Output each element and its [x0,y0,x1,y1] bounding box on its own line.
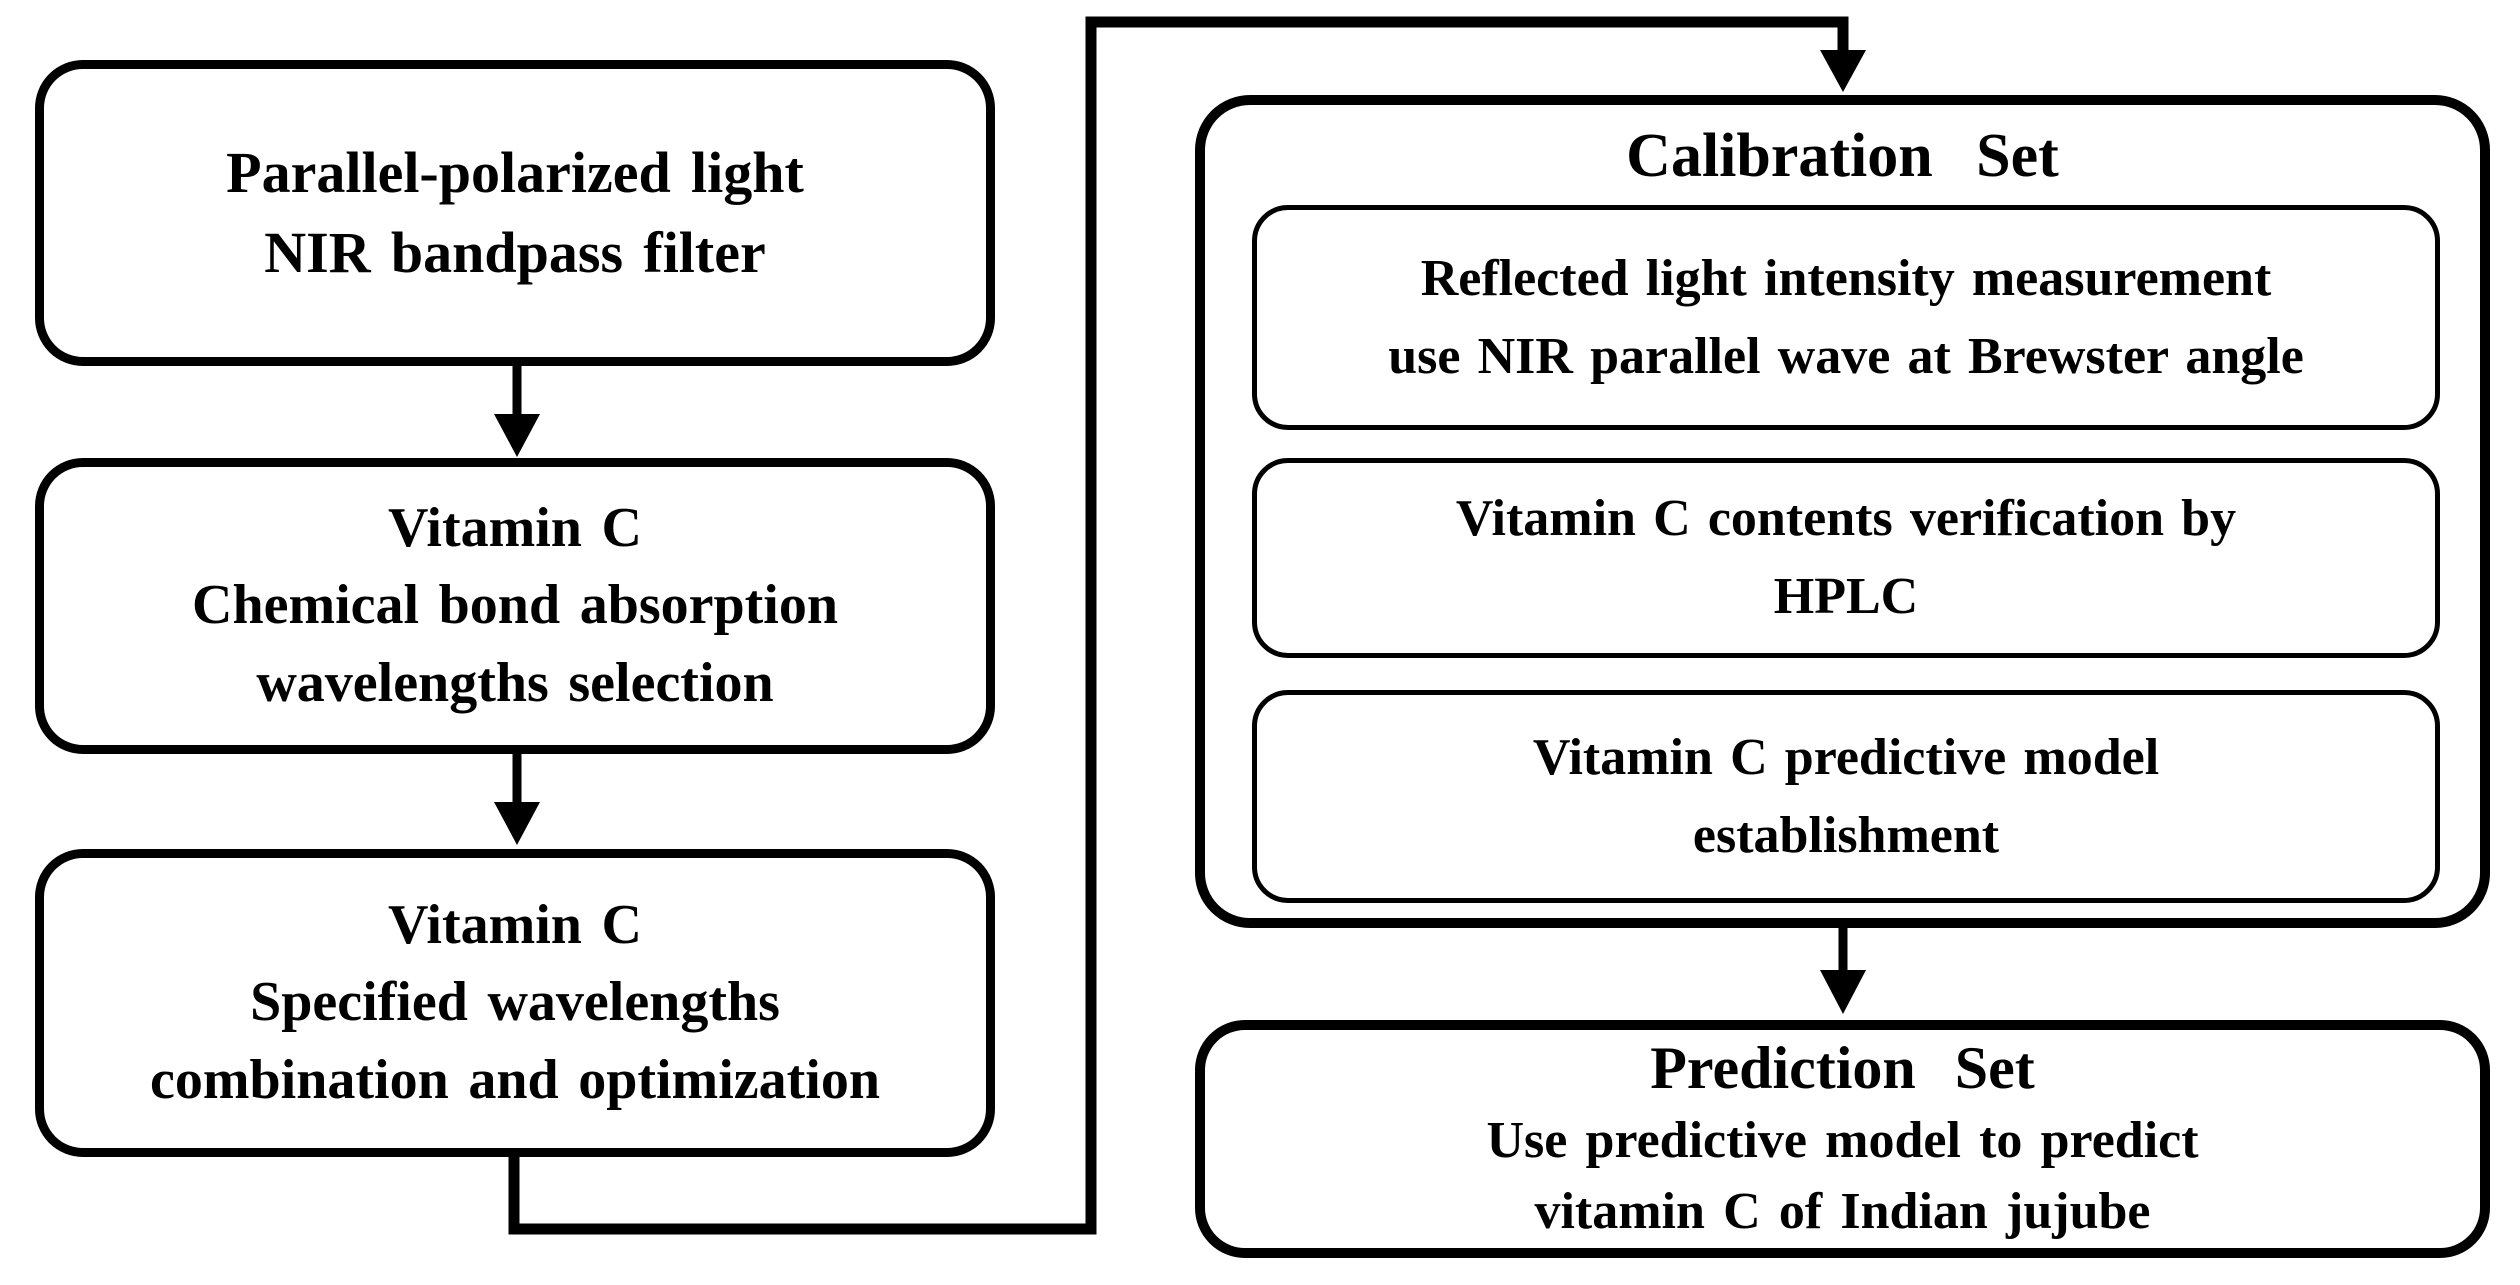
node-prediction-set: Prediction Set Use predictive model to p… [1195,1020,2490,1258]
calibration-step-model-establishment: Vitamin C predictive model establishment [1252,690,2440,903]
step-text-line: use NIR parallel wave at Brewster angle [1388,327,2304,385]
step-text-line: establishment [1692,806,2000,864]
node-parallel-polarized-light: Parallel-polarized light NIR bandpass fi… [35,60,995,366]
node-text-line: NIR bandpass filter [264,220,766,285]
arrow-calibration-to-prediction [1820,928,1866,1014]
node-text-line: Vitamin C [388,497,642,560]
node-text-line: Vitamin C [388,894,642,957]
node-text-line: Specified wavelengths [250,971,780,1034]
node-text-line: vitamin C of Indian jujube [1534,1182,2151,1240]
node-text-line: Use predictive model to predict [1486,1112,2199,1170]
calibration-step-hplc-verification: Vitamin C contents verification by HPLC [1252,458,2440,658]
node-vitamin-c-wavelengths-selection: Vitamin C Chemical bond absorption wavel… [35,458,995,754]
step-text-line: Reflected light intensity measurement [1420,249,2272,307]
arrow-filter-to-selection [494,364,540,457]
step-text-line: Vitamin C contents verification by [1455,490,2237,547]
node-vitamin-c-combination-optimization: Vitamin C Specified wavelengths combinat… [35,849,995,1157]
node-text-line: wavelengths selection [256,651,774,714]
prediction-set-title: Prediction Set [1650,1035,2035,1102]
node-calibration-set: Calibration Set Reflected light intensit… [1195,95,2490,928]
step-text-line: Vitamin C predictive model [1532,728,2160,786]
step-text-line: HPLC [1773,568,1919,625]
arrow-selection-to-optimization [494,752,540,845]
calibration-step-reflected-light-measurement: Reflected light intensity measurement us… [1252,205,2440,430]
calibration-set-title: Calibration Set [1626,122,2059,190]
node-text-line: Parallel-polarized light [226,139,804,205]
node-text-line: combination and optimization [150,1048,880,1111]
node-text-line: Chemical bond absorption [192,574,838,637]
